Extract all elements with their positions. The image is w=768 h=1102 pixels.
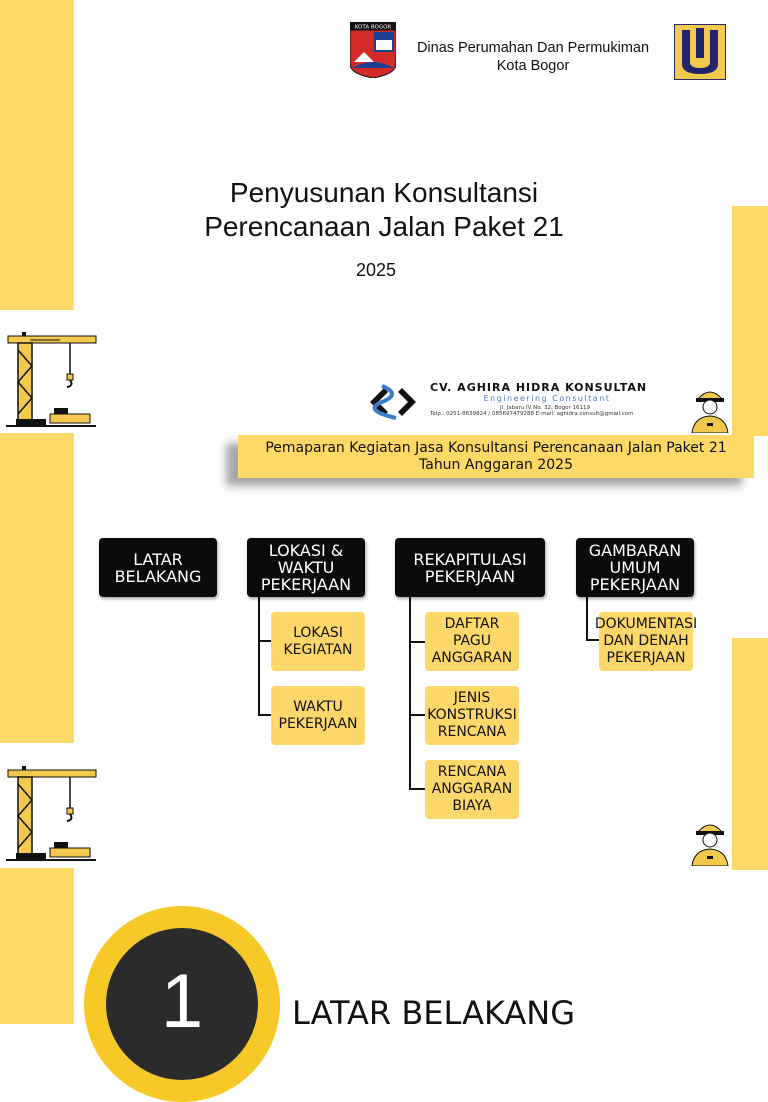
title-line1: Penyusunan Konsultansi <box>229 177 539 208</box>
banner-line1: Pemaparan Kegiatan Jasa Konsultansi Pere… <box>265 439 727 456</box>
org-child-daftar-pagu[interactable]: DAFTAR PAGU ANGGARAN <box>425 612 519 671</box>
banner-line2: Tahun Anggaran 2025 <box>419 456 573 473</box>
connector <box>258 640 272 642</box>
org-child-waktu-pekerjaan[interactable]: WAKTU PEKERJAAN <box>271 686 365 745</box>
org-child-dokumentasi[interactable]: DOKUMENTASI DAN DENAH PEKERJAAN <box>595 612 697 671</box>
crane-icon <box>6 766 97 861</box>
connector <box>409 788 426 790</box>
connector <box>586 639 600 641</box>
org-head-gambaran-umum[interactable]: GAMBARAN UMUM PEKERJAAN <box>576 538 694 597</box>
consultant-tagline: Engineering Consultant <box>483 394 611 403</box>
connector <box>258 596 260 716</box>
agency-name-line2: Kota Bogor <box>496 58 570 74</box>
org-child-lokasi-kegiatan[interactable]: LOKASI KEGIATAN <box>271 612 365 671</box>
org-head-rekapitulasi[interactable]: REKAPITULASI PEKERJAAN <box>395 538 545 597</box>
left-bar-bottom <box>0 868 74 1024</box>
section-number: 1 <box>160 958 204 1044</box>
crane-icon <box>6 332 97 427</box>
connector <box>409 714 426 716</box>
consultant-contact: Telp.: 0251-8639824 / 085697479288 E-mai… <box>430 411 634 417</box>
pu-logo-icon <box>674 24 726 80</box>
connector <box>409 596 411 790</box>
agency-name-line1: Dinas Perumahan Dan Permukiman <box>416 40 650 56</box>
worker-icon <box>691 824 729 866</box>
section-number-badge: 1 <box>106 928 258 1080</box>
consultant-address: Jl. Jabaru IV No. 32, Bogor 16119 <box>500 405 591 411</box>
presentation-banner: Pemaparan Kegiatan Jasa Konsultansi Pere… <box>238 435 754 478</box>
org-head-latar-belakang[interactable]: LATAR BELAKANG <box>99 538 217 597</box>
city-crest-icon: KOTA BOGOR <box>350 22 396 78</box>
org-child-jenis-konstruksi[interactable]: JENIS KONSTRUKSI RENCANA <box>425 686 519 745</box>
right-bar-lower <box>732 638 768 870</box>
right-bar-upper <box>732 206 768 436</box>
left-bar-top <box>0 0 74 310</box>
org-child-rencana-anggaran[interactable]: RENCANA ANGGARAN BIAYA <box>425 760 519 819</box>
consultant-logo-icon <box>370 384 416 420</box>
city-logo-text: KOTA BOGOR <box>355 25 392 31</box>
connector <box>409 641 426 643</box>
connector <box>258 714 272 716</box>
worker-icon <box>691 391 729 433</box>
left-bar-middle <box>0 433 74 743</box>
title-year: 2025 <box>355 260 397 280</box>
org-head-lokasi-waktu[interactable]: LOKASI & WAKTU PEKERJAAN <box>247 538 365 597</box>
consultant-name: CV. AGHIRA HIDRA KONSULTAN <box>430 381 648 394</box>
title-line2: Perencanaan Jalan Paket 21 <box>204 211 564 242</box>
section-title: LATAR BELAKANG <box>292 994 575 1032</box>
connector <box>586 596 588 640</box>
